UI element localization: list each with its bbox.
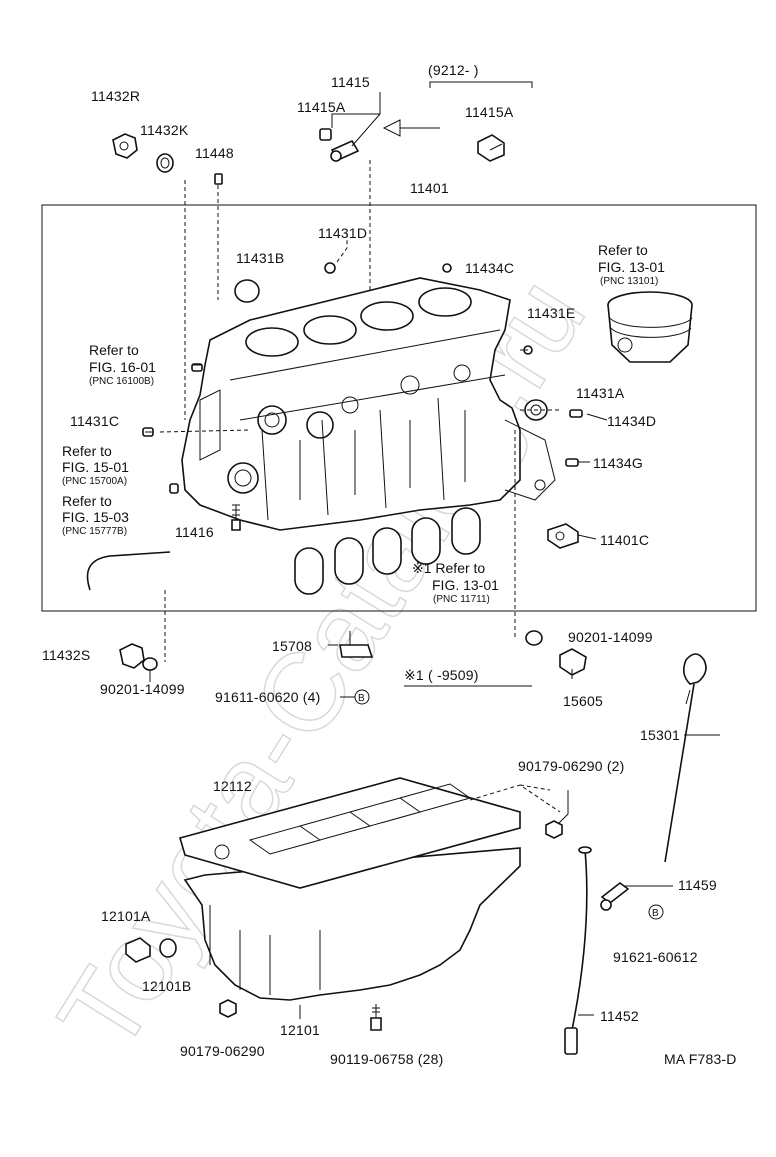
label-11415a-left: 11415A <box>297 99 346 115</box>
washer-90201-right-icon[interactable] <box>525 630 543 646</box>
footnote-range: ※1 ( -9509) <box>404 667 479 683</box>
pin-ref-16-icon[interactable] <box>191 363 203 372</box>
dipstick-guide-11452-icon[interactable] <box>564 846 592 1055</box>
label-11431a: 11431A <box>576 385 625 401</box>
ref-fig16-line2: FIG. 16-01 <box>89 359 156 375</box>
label-11434g: 11434G <box>593 455 643 471</box>
label-11459: 11459 <box>678 877 717 893</box>
oil-nozzle-11415-icon[interactable] <box>330 139 360 162</box>
label-90179-06290-bottom: 90179-06290 <box>180 1043 265 1059</box>
label-90119-06758: 90119-06758 (28) <box>330 1051 443 1067</box>
label-12101a: 12101A <box>101 908 151 924</box>
oil-pan-gasket-12112-icon[interactable] <box>179 777 521 889</box>
plug-11431b-icon[interactable] <box>234 279 260 303</box>
plug-11432s-icon[interactable] <box>119 643 145 669</box>
label-11432s: 11432S <box>42 647 90 663</box>
plug-11415a-right-icon[interactable] <box>477 134 505 162</box>
ref-fig15b-line1: Refer to <box>62 493 112 509</box>
label-11434c: 11434C <box>465 260 514 276</box>
date-range-top: (9212- ) <box>428 62 479 78</box>
stud-bolt-11416-icon[interactable] <box>231 504 241 531</box>
ref-fig15b-line2: FIG. 15-03 <box>62 509 129 525</box>
stud-90119-icon[interactable] <box>370 1004 382 1031</box>
label-12101: 12101 <box>280 1022 320 1038</box>
label-15708: 15708 <box>272 638 312 654</box>
label-11431c: 11431C <box>70 413 119 429</box>
bolt-90179-bottom-icon[interactable] <box>219 999 237 1018</box>
label-11415a-right: 11415A <box>465 104 514 120</box>
label-90201-14099-left: 90201-14099 <box>100 681 185 697</box>
ref-fig15b-pnc: (PNC 15777B) <box>62 526 127 537</box>
b-marker-bottom-icon <box>648 904 664 920</box>
cylinder-block-icon[interactable] <box>181 277 556 531</box>
drain-plug-12101a-icon[interactable] <box>125 937 151 963</box>
piston-icon[interactable] <box>607 291 693 363</box>
ref-fig13a-pnc: (PNC 13101) <box>600 276 658 287</box>
oil-tube-icon[interactable] <box>86 551 171 591</box>
label-91611-60620: 91611-60620 (4) <box>215 689 320 705</box>
label-15605: 15605 <box>563 693 603 709</box>
plug-11431d-icon[interactable] <box>324 262 336 274</box>
ref-fig15a-line1: Refer to <box>62 443 112 459</box>
label-11434d: 11434D <box>607 413 656 429</box>
bolt-90179-top-icon[interactable] <box>545 820 563 839</box>
label-11431d: 11431D <box>318 225 367 241</box>
oil-pan-12101-icon[interactable] <box>183 847 521 1001</box>
label-91621-60612: 91621-60612 <box>613 949 698 965</box>
label-11432k: 11432K <box>140 122 189 138</box>
pin-11434d-icon[interactable] <box>569 409 583 418</box>
label-11452: 11452 <box>600 1008 639 1024</box>
dipstick-15301-icon[interactable] <box>664 653 707 863</box>
ref-fig16-line1: Refer to <box>89 342 139 358</box>
pin-11448-icon[interactable] <box>214 173 223 185</box>
b-marker-top-text: B <box>358 693 365 704</box>
ref-fig15a-line2: FIG. 15-01 <box>62 459 129 475</box>
engine-block-frame <box>41 204 757 612</box>
label-11432r: 11432R <box>91 88 140 104</box>
guide-bracket-11459-icon[interactable] <box>600 881 630 911</box>
label-11431b: 11431B <box>236 250 284 266</box>
label-15301: 15301 <box>640 727 680 743</box>
label-11401: 11401 <box>410 180 449 196</box>
label-90179-06290-top: 90179-06290 (2) <box>518 758 625 774</box>
label-90201-14099-right: 90201-14099 <box>568 629 653 645</box>
drain-cock-11401c-icon[interactable] <box>547 523 579 549</box>
label-11416: 11416 <box>175 524 214 540</box>
label-11415: 11415 <box>331 74 370 90</box>
label-11448: 11448 <box>195 145 234 161</box>
bracket-15708-icon[interactable] <box>339 631 374 658</box>
seal-11432k-icon[interactable] <box>156 153 174 173</box>
ref-fig15a-pnc: (PNC 15700A) <box>62 476 127 487</box>
label-12101b: 12101B <box>142 978 191 994</box>
ref-fig13b-pnc: (PNC 11711) <box>433 594 490 605</box>
pin-ref-15-icon[interactable] <box>169 483 179 494</box>
gasket-12101b-icon[interactable] <box>159 938 177 958</box>
ref-fig13b-line2: FIG. 13-01 <box>432 577 499 593</box>
ref-fig13b-line1: ※1 Refer to <box>412 560 485 576</box>
ref-fig13a-line1: Refer to <box>598 242 648 258</box>
crankshaft-bearings-icon[interactable] <box>294 507 481 595</box>
label-12112: 12112 <box>213 778 252 794</box>
plug-11434c-icon[interactable] <box>442 263 452 273</box>
plug-11415a-left-icon[interactable] <box>319 128 332 141</box>
drain-plug-15605-icon[interactable] <box>559 648 587 679</box>
pin-11434g-icon[interactable] <box>565 458 579 467</box>
label-11431e: 11431E <box>527 305 575 321</box>
plug-11432r-icon[interactable] <box>112 133 138 159</box>
ref-fig16-pnc: (PNC 16100B) <box>89 376 154 387</box>
b-marker-bottom-text: B <box>652 908 659 919</box>
label-11401c: 11401C <box>600 532 649 548</box>
ref-fig13a-line2: FIG. 13-01 <box>598 259 665 275</box>
figure-code: MA F783-D <box>664 1051 737 1067</box>
washer-90201-left-icon[interactable] <box>142 657 158 671</box>
